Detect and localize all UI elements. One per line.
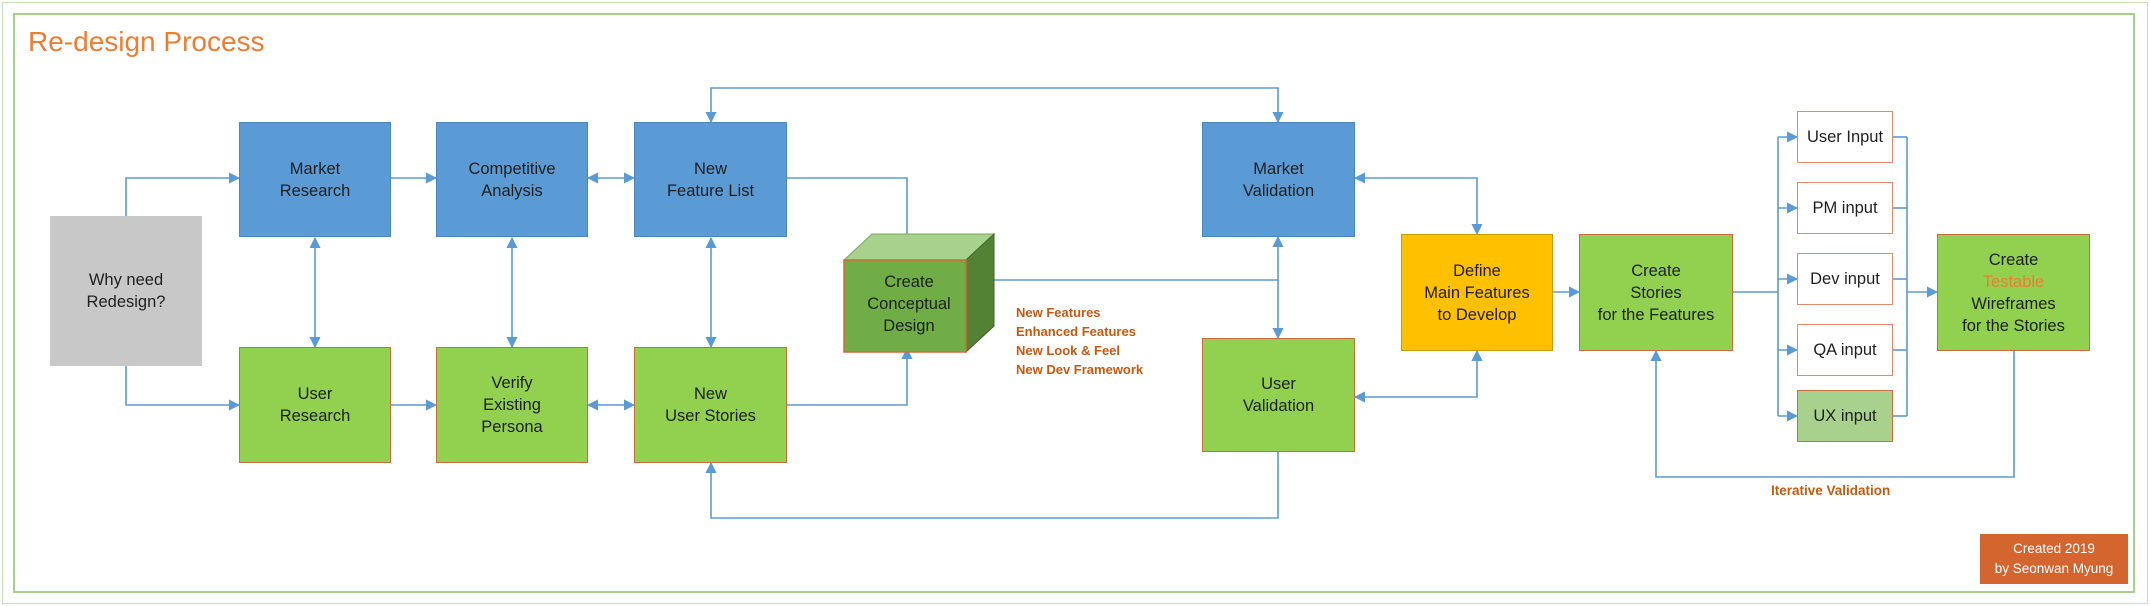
why-redesign-box: Why need Redesign?: [50, 216, 202, 366]
connector: [1353, 172, 1483, 236]
iterative-validation-label: Iterative Validation: [1771, 483, 1891, 498]
connector: [125, 366, 241, 411]
connector: [787, 347, 913, 406]
note-item: New Dev Framework: [1016, 362, 1144, 377]
define-main-features-box: Define Main Features to Develop: [1401, 234, 1553, 351]
ux-input-box: UX input: [1797, 390, 1893, 442]
user-research-box: User Research: [239, 347, 391, 463]
conceptual-design-label: Create Conceptual Design: [867, 273, 951, 335]
dev-input-box: Dev input: [1797, 253, 1893, 305]
connector: [1353, 349, 1483, 403]
market-validation-box: Market Validation: [1202, 122, 1355, 237]
competitive-analysis-box: Competitive Analysis: [436, 122, 588, 237]
qa-input-box: QA input: [1797, 324, 1893, 376]
user-input-box: User Input: [1797, 111, 1893, 163]
wireframes-testable-label: Testable: [1982, 272, 2045, 291]
verify-persona-box: Verify Existing Persona: [436, 347, 588, 463]
new-feature-list-box: New Feature List: [634, 122, 787, 237]
conceptual-notes: New Features Enhanced Features New Look …: [1016, 303, 1143, 379]
connector: [125, 172, 241, 216]
user-validation-box: User Validation: [1202, 338, 1355, 452]
conceptual-design-cube: [842, 232, 996, 354]
market-research-box: Market Research: [239, 122, 391, 237]
credit-year: Created 2019: [2013, 541, 2095, 556]
connector: [787, 177, 913, 262]
create-stories-box: Create Stories for the Features: [1579, 234, 1733, 351]
connector: [705, 87, 1284, 124]
note-item: New Features: [1016, 305, 1101, 320]
page-title: Re-design Process: [28, 26, 265, 57]
new-user-stories-box: New User Stories: [634, 347, 787, 463]
credit-badge: Created 2019 by Seonwan Myung: [1980, 534, 2128, 584]
note-item: Enhanced Features: [1016, 324, 1136, 339]
connector: [1650, 349, 2015, 478]
credit-author: by Seonwan Myung: [1994, 561, 2114, 576]
pm-input-box: PM input: [1797, 182, 1893, 234]
wireframes-line-create: Create: [1988, 250, 2039, 269]
diagram-frame: [13, 13, 2135, 593]
wireframes-line-stories: Wireframes for the Stories: [1962, 294, 2065, 335]
create-wireframes-box: Create Testable Wireframes for the Stori…: [1937, 234, 2090, 351]
connector: [705, 452, 1279, 519]
note-item: New Look & Feel: [1016, 343, 1121, 358]
